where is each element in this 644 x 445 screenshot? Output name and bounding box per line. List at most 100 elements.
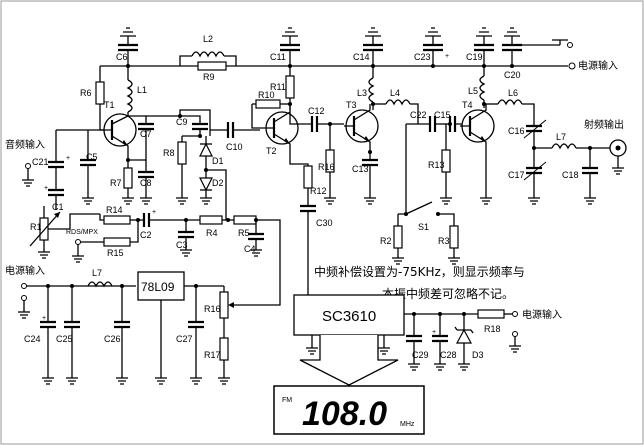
cap-c21 — [48, 129, 100, 176]
label-r11: R11 — [270, 82, 286, 92]
cap-c11 — [280, 27, 300, 66]
label-d3: D3 — [472, 350, 484, 360]
cap-c8 — [138, 160, 154, 205]
label-c22: C22 — [410, 110, 427, 120]
plus-c28: + — [432, 329, 436, 336]
label-reg: 78L09 — [141, 280, 175, 294]
label-r10: R10 — [258, 90, 275, 100]
label-r3: R3 — [438, 236, 450, 246]
label-r9: R9 — [203, 72, 215, 82]
cap-c26 — [114, 286, 130, 385]
label-c9: C9 — [176, 117, 188, 127]
cap-c23 — [423, 27, 443, 66]
label-c23: C23 — [414, 52, 431, 62]
inductor-l4 — [373, 99, 419, 124]
wire-d-to-r4 — [206, 169, 227, 220]
label-c10: C10 — [226, 142, 243, 152]
inductor-l1 — [126, 66, 133, 116]
label-r13: R13 — [428, 160, 445, 170]
resistor-r13 — [440, 124, 452, 205]
diode-d1 — [199, 136, 213, 170]
label-power-in-mid: 电源输入 — [5, 264, 45, 277]
label-r5: R5 — [238, 228, 250, 238]
ic-sc3610 — [293, 294, 478, 355]
resistor-r17 — [218, 337, 230, 385]
arrow-ic-to-display — [299, 335, 399, 386]
inductor-l2 — [179, 51, 237, 66]
cap-c22 — [406, 116, 446, 132]
label-l3: L3 — [357, 88, 367, 98]
diode-d3 — [454, 314, 474, 371]
lcd-display — [273, 385, 425, 435]
label-l6: L6 — [508, 88, 518, 98]
label-c28: C28 — [440, 350, 457, 360]
label-c2: C2 — [140, 230, 152, 240]
label-c21: C21 — [32, 157, 49, 167]
label-d2: D2 — [212, 178, 224, 188]
rf-output-connector — [609, 139, 627, 175]
plus-c2: + — [152, 209, 156, 216]
label-t3: T3 — [346, 100, 357, 110]
label-r16a: R16 — [318, 162, 335, 172]
label-t2: T2 — [266, 146, 277, 156]
potentiometer-r16b — [219, 286, 234, 338]
label-rds: RDS/MPX — [66, 229, 98, 236]
cap-c17 — [523, 148, 547, 205]
label-c18: C18 — [562, 170, 579, 180]
label-c11: C11 — [270, 52, 286, 62]
cap-c6 — [118, 27, 138, 66]
label-c29: C29 — [412, 350, 429, 360]
cap-c19 — [474, 27, 494, 66]
cap-c1 — [48, 176, 64, 210]
label-c15: C15 — [434, 110, 451, 120]
label-l1: L1 — [137, 85, 147, 95]
transistor-t4 — [460, 104, 495, 205]
cap-c5 — [80, 130, 96, 205]
label-l7b: L7 — [92, 268, 102, 278]
inductor-l6 — [484, 99, 535, 126]
transistor-t3 — [344, 104, 379, 152]
wire-r5-to-r16 — [234, 219, 281, 306]
label-fm: FM — [282, 397, 292, 404]
label-s1: S1 — [418, 222, 429, 232]
plus-c21: + — [66, 155, 70, 162]
plus-c23: + — [445, 53, 449, 60]
cap-c27 — [188, 286, 204, 385]
label-c8: C8 — [140, 178, 152, 188]
label-ic: SC3610 — [322, 308, 376, 325]
switch-s1 — [404, 124, 455, 226]
note-line-1: 中频补偿设置为-75KHz，则显示频率与 — [314, 264, 525, 279]
note-line-2: 本振中频差可忽略不记。 — [382, 286, 514, 301]
plus-c24: + — [42, 315, 46, 322]
label-c1: C1 — [52, 202, 64, 212]
label-c7: C7 — [140, 129, 152, 139]
resistor-r2 — [392, 213, 406, 265]
resistor-r3 — [448, 225, 460, 265]
label-power-in-right: 电源输入 — [522, 308, 562, 321]
label-t1: T1 — [104, 100, 115, 110]
cap-c14 — [363, 27, 383, 66]
inductor-l7b — [87, 281, 113, 288]
label-power-in-top: 电源输入 — [578, 59, 618, 72]
label-r12: R12 — [310, 186, 327, 196]
cap-c4 — [248, 218, 264, 257]
label-c25: C25 — [56, 334, 73, 344]
regulator-78l09 — [137, 271, 224, 385]
label-r6: R6 — [80, 88, 92, 98]
cap-c29 — [406, 314, 422, 371]
label-c3: C3 — [176, 240, 188, 250]
label-c4: C4 — [244, 244, 256, 254]
label-d1: D1 — [212, 156, 224, 166]
label-r14: R14 — [106, 205, 123, 215]
label-c19: C19 — [466, 52, 483, 62]
label-audio-in: 音频输入 — [5, 138, 45, 151]
cap-c28 — [432, 314, 448, 371]
resistor-r8 — [176, 135, 200, 205]
resistor-r7 — [122, 160, 134, 205]
resistor-r12 — [289, 158, 313, 206]
label-c14: C14 — [353, 52, 370, 62]
label-c17: C17 — [508, 170, 525, 180]
transistor-t1 — [100, 113, 137, 160]
